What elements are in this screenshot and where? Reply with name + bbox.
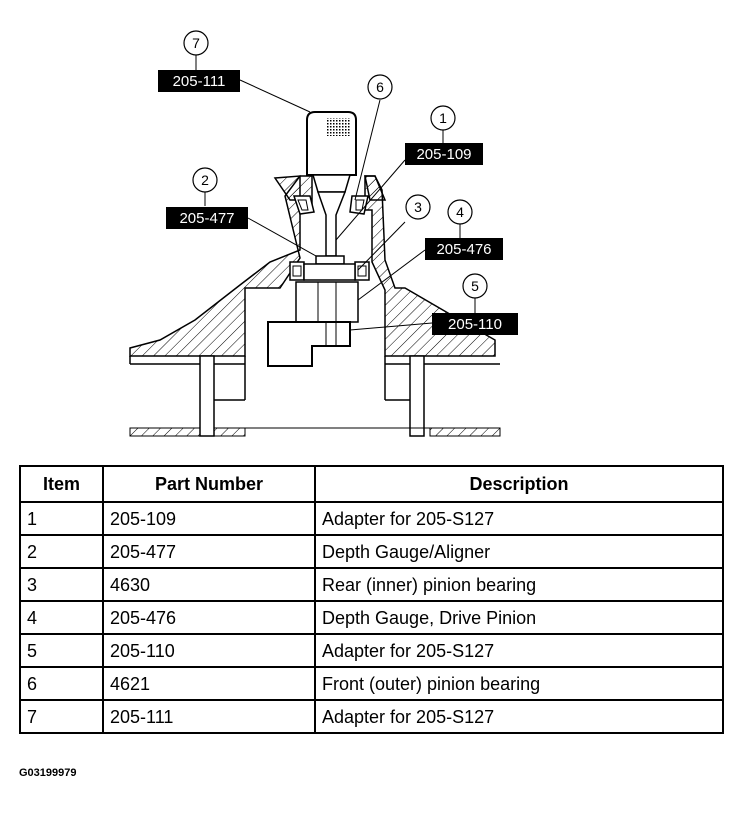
cell-item: 3: [19, 567, 104, 602]
cell-item: 2: [19, 534, 104, 569]
table-header-row: Item Part Number Description: [19, 465, 724, 503]
svg-text:4: 4: [456, 204, 464, 220]
cell-part-number: 205-477: [102, 534, 316, 569]
callout-1: 1: [430, 105, 456, 131]
svg-text:1: 1: [439, 110, 447, 126]
part-tag-205-110: 205-110: [432, 313, 518, 335]
cell-description: Adapter for 205-S127: [314, 501, 724, 536]
svg-text:3: 3: [414, 199, 422, 215]
cell-item: 4: [19, 600, 104, 635]
cell-item: 6: [19, 666, 104, 701]
cell-description: Front (outer) pinion bearing: [314, 666, 724, 701]
svg-text:205-110: 205-110: [448, 316, 502, 333]
callout-7: 7: [183, 30, 209, 56]
leader-lines: [195, 55, 476, 331]
callout-2: 2: [192, 167, 218, 193]
part-tag-205-111: 205-111: [158, 70, 240, 92]
cell-description: Adapter for 205-S127: [314, 699, 724, 734]
svg-text:205-476: 205-476: [436, 241, 491, 258]
callout-5: 5: [462, 273, 488, 299]
cell-description: Depth Gauge/Aligner: [314, 534, 724, 569]
pinion-depth-tool-diagram: 7 6 1 2 3 4 5 205-111 205-109 205-477 20…: [129, 30, 518, 437]
table-row: 4 205-476 Depth Gauge, Drive Pinion: [19, 600, 724, 635]
tool-assembly: [267, 111, 370, 367]
part-tag-205-477: 205-477: [166, 207, 248, 229]
table-row: 7 205-111 Adapter for 205-S127: [19, 699, 724, 734]
part-tag-205-109: 205-109: [405, 143, 483, 165]
cell-item: 1: [19, 501, 104, 536]
cell-description: Depth Gauge, Drive Pinion: [314, 600, 724, 635]
table-row: 2 205-477 Depth Gauge/Aligner: [19, 534, 724, 569]
svg-text:5: 5: [471, 278, 479, 294]
cell-part-number: 205-111: [102, 699, 316, 734]
cell-description: Rear (inner) pinion bearing: [314, 567, 724, 602]
cell-part-number: 205-109: [102, 501, 316, 536]
table-row: 6 4621 Front (outer) pinion bearing: [19, 666, 724, 701]
cell-part-number: 205-476: [102, 600, 316, 635]
header-item: Item: [19, 465, 104, 503]
cell-item: 7: [19, 699, 104, 734]
table-row: 3 4630 Rear (inner) pinion bearing: [19, 567, 724, 602]
part-tag-205-476: 205-476: [425, 238, 503, 260]
cell-part-number: 4621: [102, 666, 316, 701]
figure-id: G03199979: [19, 767, 77, 779]
svg-text:205-109: 205-109: [416, 146, 471, 163]
callout-6: 6: [367, 74, 393, 100]
table-row: 5 205-110 Adapter for 205-S127: [19, 633, 724, 668]
svg-text:6: 6: [376, 79, 384, 95]
svg-text:205-477: 205-477: [179, 210, 234, 227]
svg-text:205-111: 205-111: [173, 73, 226, 90]
cell-part-number: 4630: [102, 567, 316, 602]
cell-item: 5: [19, 633, 104, 668]
callout-4: 4: [447, 199, 473, 225]
table-row: 1 205-109 Adapter for 205-S127: [19, 501, 724, 536]
header-description: Description: [314, 465, 724, 503]
cell-part-number: 205-110: [102, 633, 316, 668]
cell-description: Adapter for 205-S127: [314, 633, 724, 668]
parts-table: Item Part Number Description 1 205-109 A…: [19, 465, 724, 734]
header-part-number: Part Number: [102, 465, 316, 503]
svg-text:7: 7: [192, 35, 200, 51]
callout-3: 3: [405, 194, 431, 220]
differential-housing: [129, 175, 501, 437]
svg-text:2: 2: [201, 172, 209, 188]
